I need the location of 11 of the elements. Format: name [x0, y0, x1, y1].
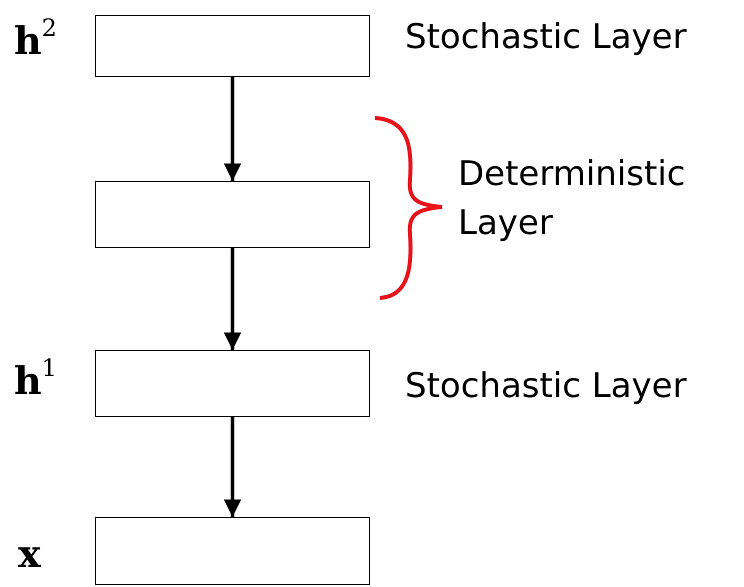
layer-label: Stochastic Layer	[405, 365, 687, 408]
arrow	[224, 417, 242, 517]
layer-label: Deterministic Layer	[458, 153, 686, 246]
math-label: x	[18, 535, 41, 573]
arrow	[224, 77, 242, 181]
layer-box	[95, 15, 370, 77]
layer-box	[95, 350, 370, 417]
layer-box	[95, 181, 370, 248]
layer-box	[95, 517, 370, 585]
layer-label: Stochastic Layer	[405, 16, 687, 59]
arrow	[224, 248, 242, 350]
